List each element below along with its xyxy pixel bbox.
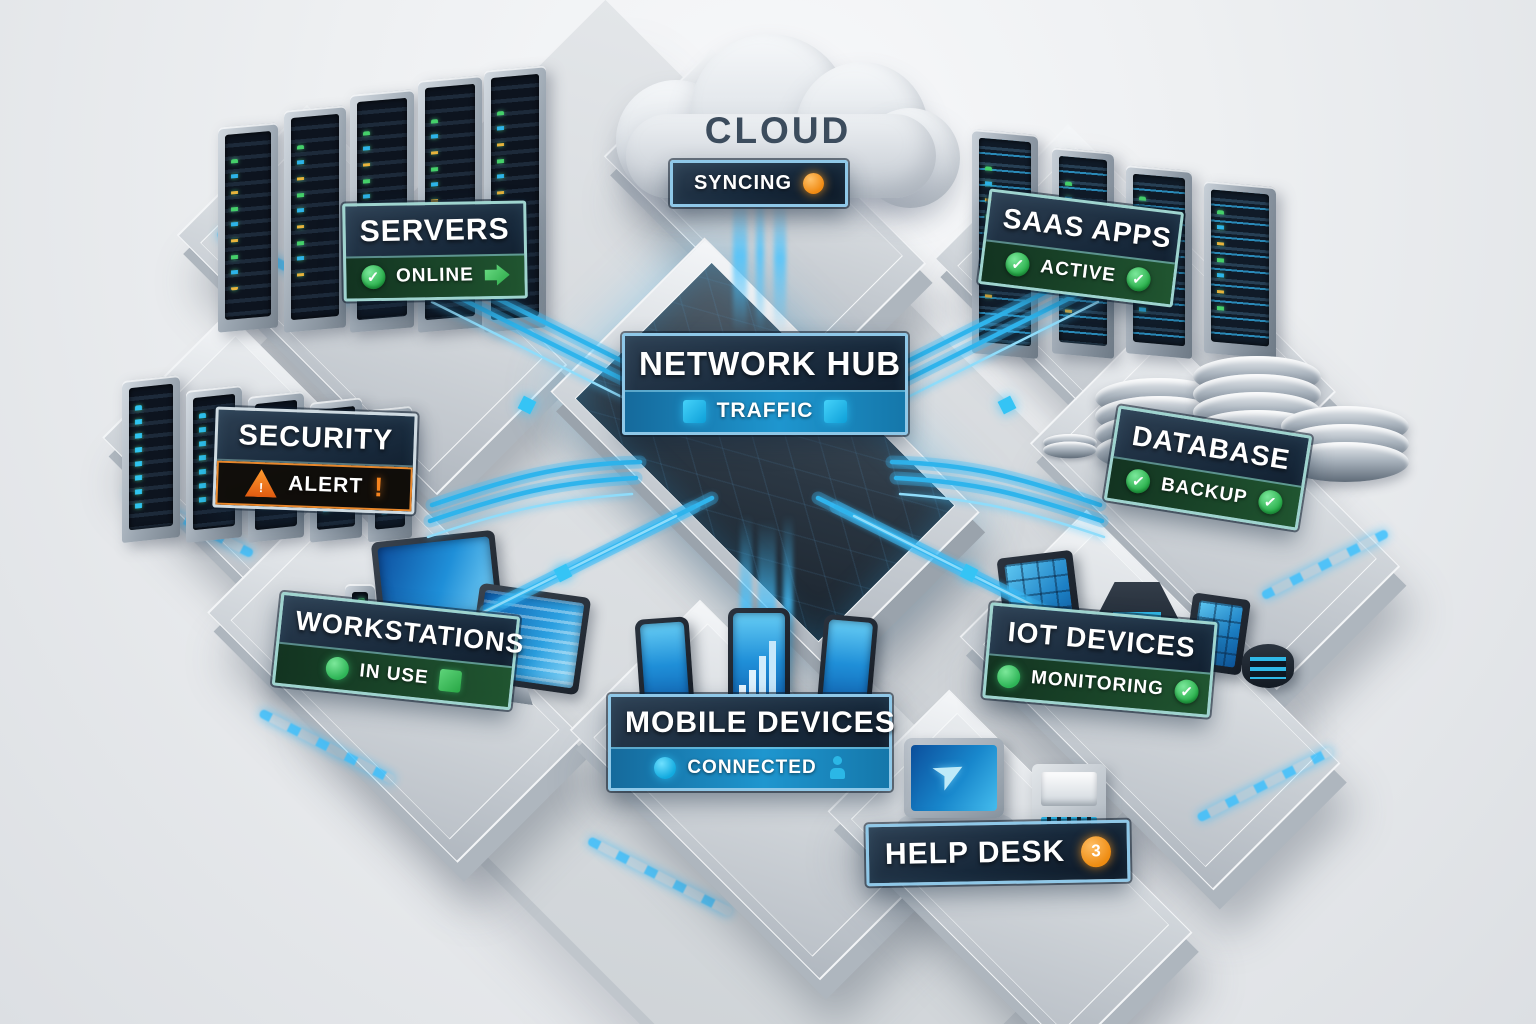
network-hub-status-row: TRAFFIC — [625, 390, 905, 432]
orange-dot-icon — [803, 173, 825, 194]
check-circle-icon: ✓ — [360, 264, 386, 290]
check-circle-icon: ✓ — [1124, 467, 1153, 496]
check-circle-icon: ✓ — [1004, 251, 1032, 278]
helpdesk-monitor: ➤ — [904, 738, 1004, 818]
security-status: ALERT — [287, 472, 364, 498]
iot-status: MONITORING — [1030, 667, 1165, 700]
security-label-panel[interactable]: SECURITY ! ALERT ! — [212, 406, 418, 515]
cloud-status: SYNCING — [693, 172, 793, 194]
helpdesk-label-panel[interactable]: HELP DESK 3 — [865, 819, 1131, 887]
database-status: BACKUP — [1159, 474, 1250, 509]
green-circle-icon — [324, 655, 350, 682]
green-arrow-right-icon — [485, 264, 510, 286]
iot-speaker — [1242, 644, 1294, 688]
cyan-square-icon — [824, 399, 848, 423]
servers-status: ONLINE — [395, 264, 474, 287]
network-hub-title: NETWORK HUB — [639, 345, 902, 382]
security-status-row: ! ALERT ! — [215, 458, 413, 512]
server-tower — [218, 122, 278, 333]
green-square-icon — [438, 668, 463, 693]
network-hub-status: TRAFFIC — [716, 399, 814, 422]
mobile-status-row: CONNECTED — [611, 747, 889, 788]
servers-status-row: ✓ ONLINE — [346, 253, 525, 299]
iot-label-panel[interactable]: IOT DEVICES MONITORING ✓ — [982, 602, 1218, 718]
mobile-title: MOBILE DEVICES — [625, 706, 896, 739]
cloud-status-panel[interactable]: SYNCING — [670, 160, 848, 207]
data-beam — [733, 192, 747, 334]
warning-mark: ! — [258, 480, 264, 496]
helpdesk-title: HELP DESK — [884, 834, 1066, 871]
exclamation-icon: ! — [373, 471, 384, 502]
mobile-label-panel[interactable]: MOBILE DEVICES CONNECTED — [608, 694, 896, 791]
orange-badge: 3 — [1080, 835, 1112, 868]
security-tower — [122, 374, 180, 544]
arrow-icon: ➤ — [925, 747, 972, 798]
saas-status: ACTIVE — [1039, 256, 1117, 287]
cloud-title: CLOUD — [704, 110, 852, 151]
app-tower — [1204, 180, 1276, 360]
cyan-circle-icon — [654, 756, 677, 779]
workstations-status: IN USE — [358, 659, 430, 688]
server-tower — [284, 105, 346, 333]
servers-label-panel[interactable]: SERVERS ✓ ONLINE — [342, 200, 528, 302]
check-circle-icon: ✓ — [1256, 488, 1284, 516]
user-icon — [828, 756, 846, 779]
network-hub-label-panel[interactable]: NETWORK HUB TRAFFIC — [622, 333, 908, 435]
database-disk — [1043, 441, 1097, 459]
warning-triangle-icon: ! — [245, 469, 278, 498]
data-beam — [774, 196, 786, 334]
data-beam — [756, 186, 764, 336]
mobile-status: CONNECTED — [687, 756, 817, 778]
check-circle-icon: ✓ — [1173, 678, 1200, 705]
check-circle-icon: ✓ — [1125, 265, 1152, 293]
servers-title: SERVERS — [359, 212, 510, 249]
database-cylinder-stack — [1043, 434, 1097, 459]
cyan-square-icon — [682, 399, 706, 423]
green-circle-icon — [996, 663, 1022, 689]
security-title: SECURITY — [237, 419, 394, 457]
